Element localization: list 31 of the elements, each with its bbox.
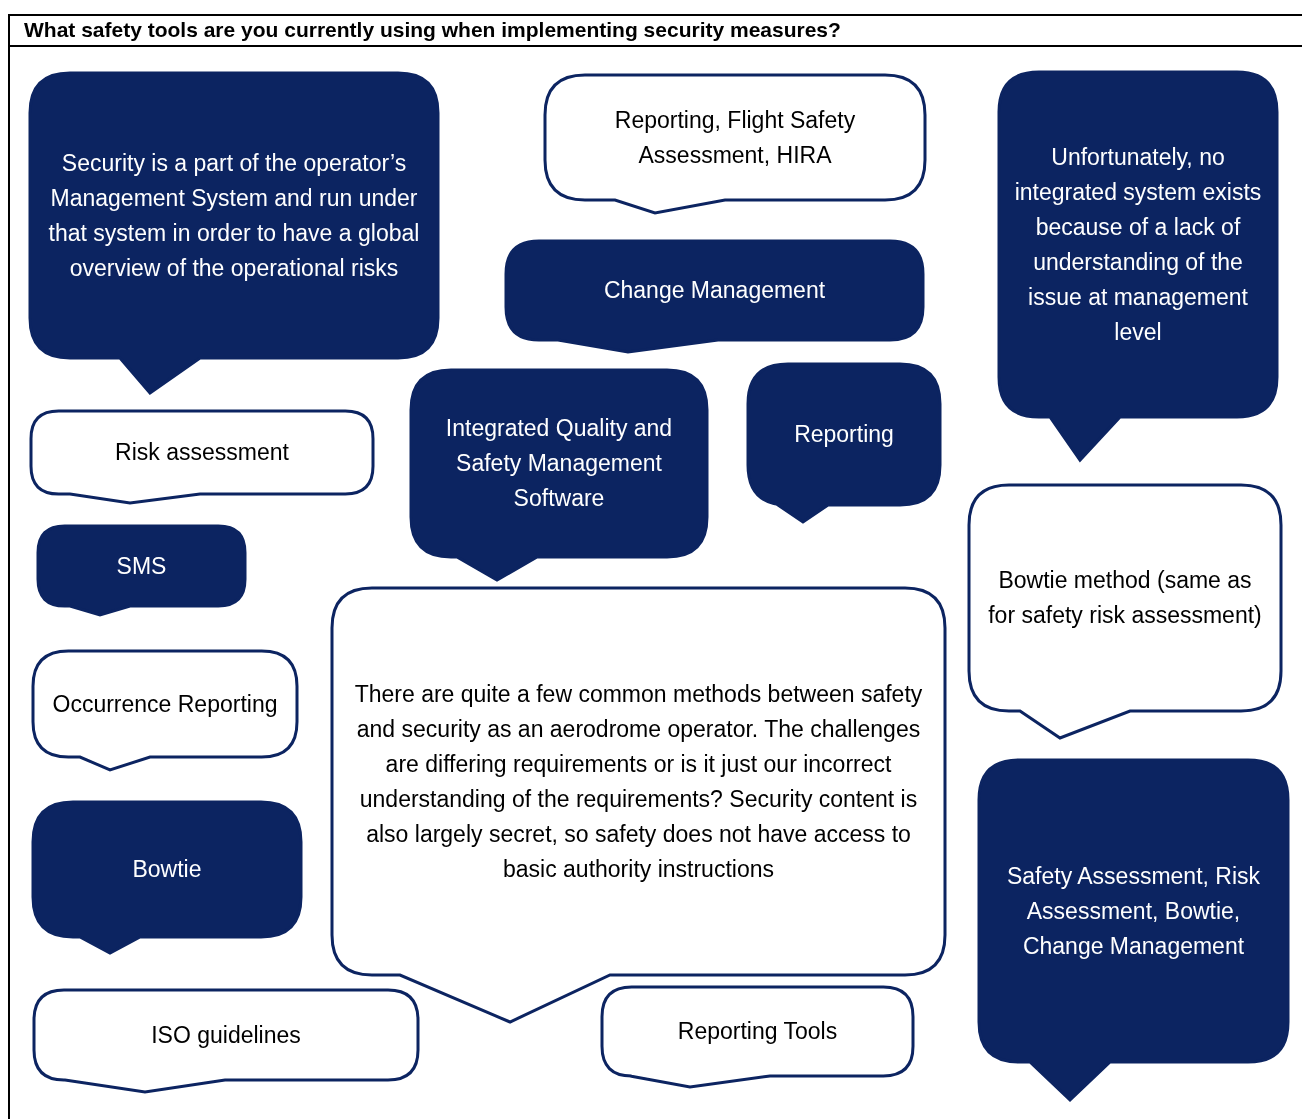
speech-bubble xyxy=(38,526,245,615)
speech-bubble xyxy=(969,485,1281,738)
bubble-text: Change Management xyxy=(603,276,826,305)
bubble-text: ISO guidelines xyxy=(151,1020,301,1050)
speech-bubble xyxy=(602,987,913,1087)
speech-bubble xyxy=(31,411,373,503)
speech-bubble xyxy=(979,760,1288,1100)
bubble-text: Safety Assessment, Risk Assessment, Bowtie, Change Management xyxy=(1005,861,1262,961)
speech-bubble xyxy=(33,651,297,770)
bubble-text: Security is a part of the operator’s Management System and run under that system in order to have a global overview of the operational risks xyxy=(47,148,421,283)
bubble-text: Risk assessment xyxy=(115,438,289,467)
bubble-text: Reporting, Flight Safety Assessment, HIRA xyxy=(613,105,857,170)
bubble-text: Occurrence Reporting xyxy=(52,689,278,719)
bubble-text: Bowtie method (same as for safety risk assessment) xyxy=(987,566,1263,630)
speech-bubble xyxy=(30,73,438,393)
question-heading: What safety tools are you currently using when implementing security measures? xyxy=(24,18,841,42)
bubble-text: Unfortunately, no integrated system exists because of a lack of understanding of the issue at management level xyxy=(1013,142,1263,347)
speech-bubble xyxy=(506,241,923,352)
speech-bubble xyxy=(411,370,707,580)
bubble-text: Reporting Tools xyxy=(677,1017,838,1046)
speech-bubble xyxy=(748,364,940,522)
speech-bubble xyxy=(999,72,1277,460)
speech-bubble xyxy=(33,802,301,953)
bubble-text: Reporting xyxy=(794,420,894,449)
speech-bubble xyxy=(34,990,418,1092)
bubble-text: SMS xyxy=(116,551,167,581)
speech-bubble xyxy=(545,75,925,213)
bubble-text: Integrated Quality and Safety Management Software xyxy=(444,414,674,513)
bubble-text: There are quite a few common methods between safety and security as an aerodrome operator. The challenges are differing requirements or is it just our incorrect understanding of the requirements? Security content is also largely secret, so safety does not have access to basic authority instructions xyxy=(353,679,924,884)
bubble-text: Bowtie xyxy=(132,855,202,884)
speech-bubble xyxy=(332,588,945,1022)
